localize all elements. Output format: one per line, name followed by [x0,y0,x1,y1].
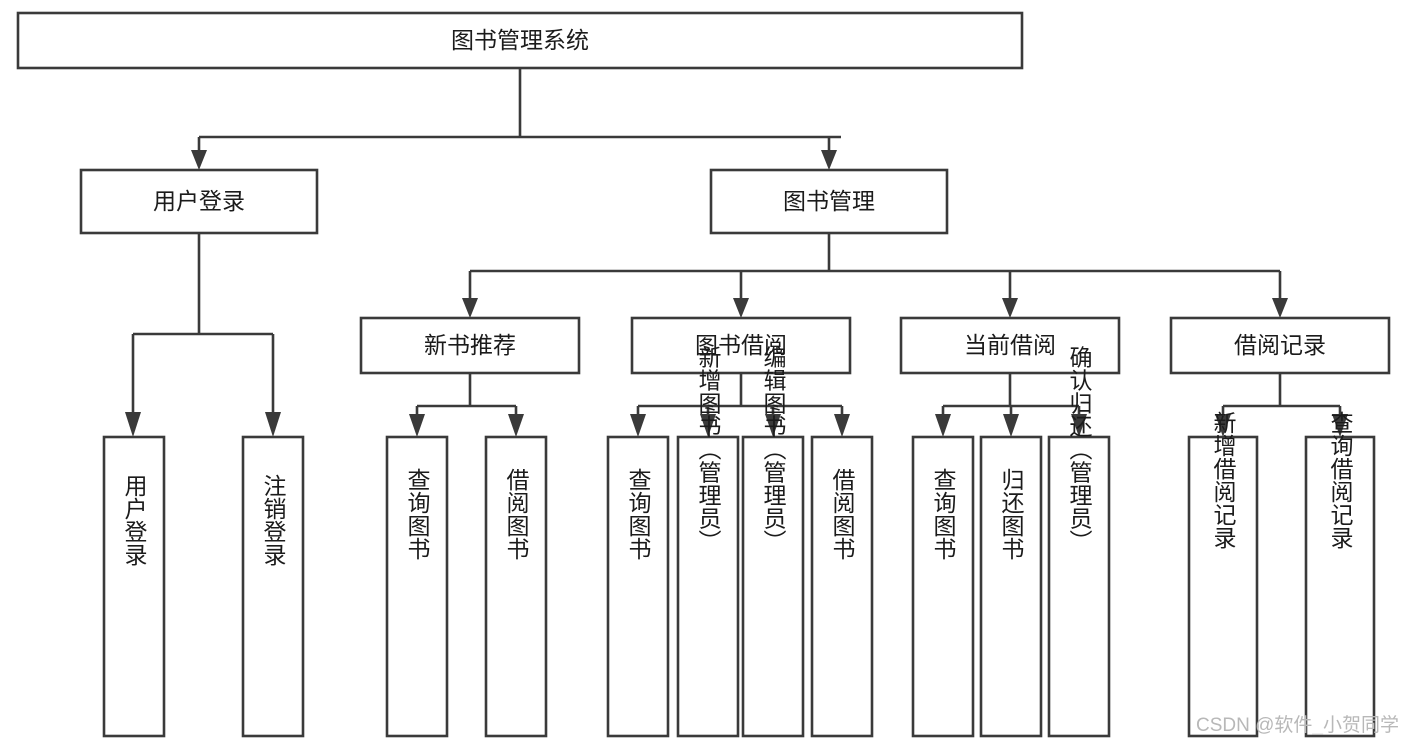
leaf-node[interactable]: 用户登录 [102,435,166,738]
leaf-node-label: 查询借阅记录 [1327,411,1354,549]
leaf-node[interactable]: 新增借阅记录 [1187,411,1259,738]
connector-bookborrow-to-leaves [630,373,850,437]
node-book-borrow-label: 图书借阅 [695,332,787,358]
connector-userlogin-to-leaves [125,233,281,437]
leaf-node-label: 用户登录 [121,474,148,566]
node-borrow-record-label: 借阅记录 [1234,332,1326,358]
leaf-node[interactable]: 确认归还（管理员） [1047,346,1111,738]
connector-borrowrecord-to-leaves [1215,373,1348,437]
connector-newbook-to-leaves [409,373,524,437]
node-current-borrow[interactable]: 当前借阅 [899,316,1121,375]
node-current-borrow-label: 当前借阅 [964,332,1056,358]
leaf-node-label: 归还图书 [998,468,1025,560]
watermark-label: CSDN @软件_小贺同学 [1196,714,1399,736]
connector-currentborrow-to-leaves [935,373,1087,437]
node-borrow-record[interactable]: 借阅记录 [1169,316,1391,375]
node-user-login[interactable]: 用户登录 [79,168,319,235]
leaf-node-label: 借阅图书 [829,468,856,560]
node-new-book-recommend[interactable]: 新书推荐 [359,316,581,375]
leaf-node-label: 确认归还（管理员） [1066,346,1093,553]
leaf-node[interactable]: 查询图书 [911,435,975,738]
leaf-node[interactable]: 借阅图书 [810,435,874,738]
leaf-node-label: 新增图书（管理员） [695,346,722,553]
node-root-label: 图书管理系统 [451,27,589,53]
node-book-manage-label: 图书管理 [783,188,875,214]
leaf-node-label: 查询图书 [930,468,957,560]
connector-root-to-level2 [191,68,841,170]
leaf-node[interactable]: 注销登录 [241,435,305,738]
leaf-node[interactable]: 借阅图书 [484,435,548,738]
connector-bookmanage-to-level3 [462,233,1288,318]
leaf-node-label: 借阅图书 [503,468,530,560]
leaf-node-label: 新增借阅记录 [1210,411,1237,549]
leaf-node-label: 注销登录 [260,474,287,566]
leaf-node-label: 查询图书 [625,468,652,560]
node-user-login-label: 用户登录 [153,188,245,214]
node-root[interactable]: 图书管理系统 [16,11,1024,70]
leaf-node-label: 编辑图书（管理员） [760,346,787,553]
leaf-node[interactable]: 查询图书 [606,435,670,738]
leaf-node[interactable]: 归还图书 [979,435,1043,738]
leaf-node[interactable]: 查询图书 [385,435,449,738]
node-book-borrow[interactable]: 图书借阅 [630,316,852,375]
leaf-node[interactable]: 查询借阅记录 [1304,411,1376,738]
leaf-node[interactable]: 新增图书（管理员） [676,346,740,738]
node-new-book-recommend-label: 新书推荐 [424,332,516,358]
leaf-node[interactable]: 编辑图书（管理员） [741,346,805,738]
node-book-manage[interactable]: 图书管理 [709,168,949,235]
leaf-node-label: 查询图书 [404,468,431,560]
